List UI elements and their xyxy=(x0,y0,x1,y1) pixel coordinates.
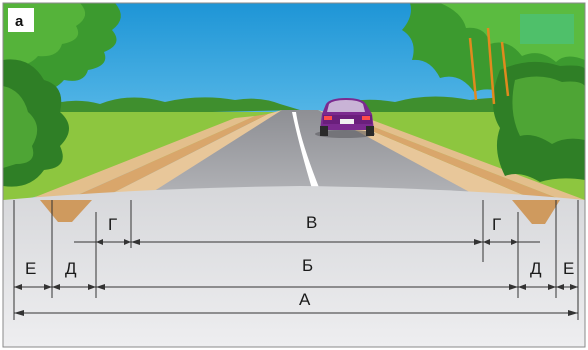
road-surface xyxy=(95,110,520,202)
panel-label-badge: а xyxy=(8,8,34,32)
dimension-A: А xyxy=(14,290,578,316)
dimension-label-B: Б xyxy=(302,256,313,275)
car xyxy=(315,98,375,138)
left-shoulder xyxy=(95,110,282,202)
dimension-label-G-left: Г xyxy=(108,215,117,234)
dimension-label-G-right: Г xyxy=(492,215,501,234)
dimension-B-row: Е Д Б Д Е xyxy=(14,256,578,290)
dimension-G-left: Г xyxy=(74,215,131,245)
panel-label: а xyxy=(15,13,24,30)
left-ditch-slope xyxy=(55,114,268,205)
dimension-V: В xyxy=(131,213,483,245)
dimension-label-D-left: Д xyxy=(65,259,77,278)
dimension-label-E-left: Е xyxy=(25,259,36,278)
right-ditch-profile xyxy=(512,200,560,224)
dimension-label-V: В xyxy=(306,213,317,232)
dimension-G-right: Г xyxy=(483,215,540,245)
left-ditch-profile xyxy=(40,200,92,222)
foreground-section xyxy=(3,186,585,347)
trees-right xyxy=(402,3,585,182)
center-line xyxy=(292,112,326,202)
left-berm xyxy=(15,116,255,205)
distant-tree-line xyxy=(40,97,300,116)
right-ditch-slope xyxy=(332,114,575,205)
dimension-label-A: А xyxy=(299,290,311,309)
dimension-label-E-right: Е xyxy=(563,259,574,278)
dimension-label-D-right: Д xyxy=(530,259,542,278)
reference-lines xyxy=(13,200,579,320)
